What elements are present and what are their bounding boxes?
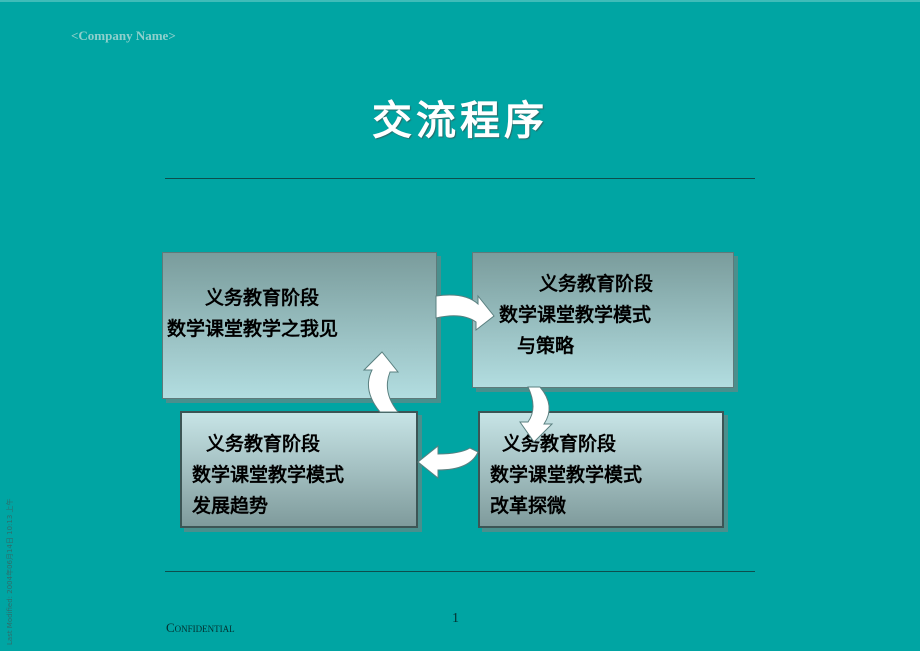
confidential-label: Confidential bbox=[166, 620, 235, 635]
arrow-up-icon bbox=[362, 351, 400, 413]
box-line: 数学课堂教学模式 bbox=[490, 464, 643, 486]
box-line: 数学课堂教学之我见 bbox=[167, 318, 339, 340]
box-reform: 义务教育阶段 数学课堂教学模式 改革探微 bbox=[478, 411, 724, 528]
box-trend: 义务教育阶段 数学课堂教学模式 发展趋势 bbox=[180, 411, 418, 528]
arrow-left-icon bbox=[417, 444, 479, 480]
box-line: 义务教育阶段 bbox=[206, 433, 321, 455]
arrow-right-icon bbox=[435, 294, 495, 332]
arrow-down-icon bbox=[519, 386, 554, 443]
slide-title: 交流程序 bbox=[372, 97, 548, 144]
box-line: 义务教育阶段 bbox=[205, 287, 320, 309]
bottom-divider bbox=[165, 571, 755, 572]
page-number: 1 bbox=[452, 611, 459, 626]
box-strategy: 义务教育阶段 数学课堂教学模式 与策略 bbox=[472, 252, 734, 388]
last-modified: Last Modified: 2004年06月14日 10:13 上午 bbox=[6, 498, 14, 645]
box-line: 改革探微 bbox=[490, 495, 567, 517]
top-divider bbox=[165, 178, 755, 179]
box-line: 义务教育阶段 bbox=[502, 433, 617, 455]
box-line: 数学课堂教学模式 bbox=[192, 464, 345, 486]
box-line: 数学课堂教学模式 bbox=[499, 304, 652, 326]
box-line: 义务教育阶段 bbox=[539, 273, 654, 295]
company-name: <Company Name> bbox=[71, 28, 176, 43]
box-line: 发展趋势 bbox=[192, 495, 269, 517]
box-line: 与策略 bbox=[517, 335, 575, 357]
top-border bbox=[0, 0, 920, 2]
box-view: 义务教育阶段 数学课堂教学之我见 bbox=[162, 252, 437, 399]
